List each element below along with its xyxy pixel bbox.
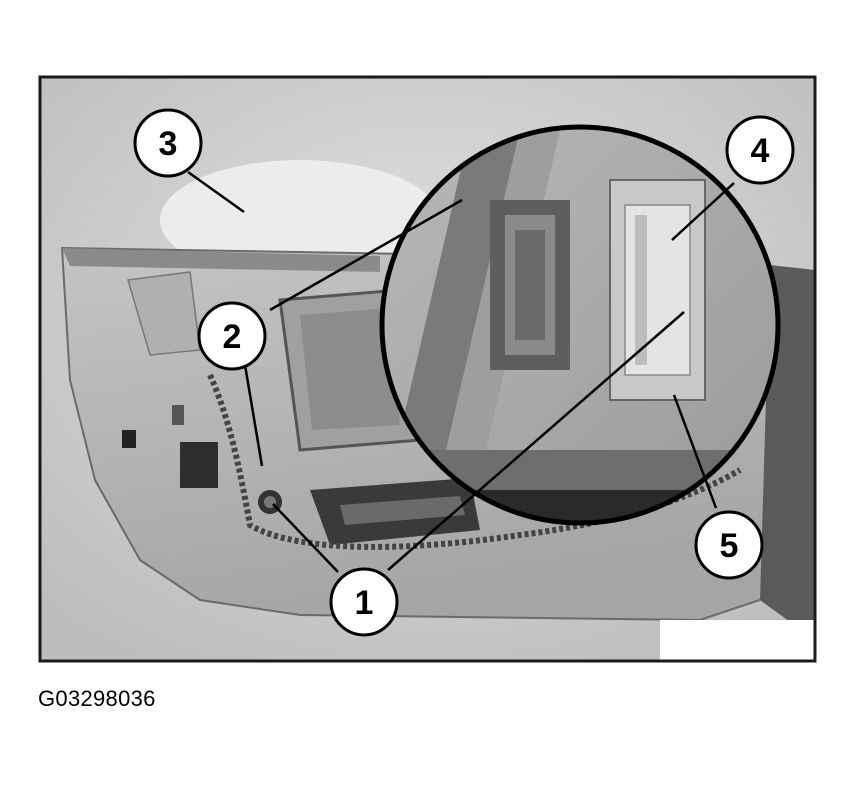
callout-1: 1 (329, 567, 399, 637)
leader-lines (187, 170, 735, 573)
callout-2-label: 2 (223, 318, 242, 356)
callout-3: 3 (133, 108, 203, 178)
callout-3-label: 3 (159, 125, 178, 163)
switch-cluster (180, 442, 218, 488)
callout-5: 5 (694, 510, 764, 580)
zoom-inset (379, 124, 781, 526)
callout-1-label: 1 (355, 584, 374, 622)
callout-4: 4 (725, 115, 795, 185)
callout-4-label: 4 (751, 132, 770, 170)
callout-2: 2 (197, 301, 267, 371)
figure-code: G03298036 (38, 686, 156, 711)
callout-5-label: 5 (720, 527, 739, 565)
